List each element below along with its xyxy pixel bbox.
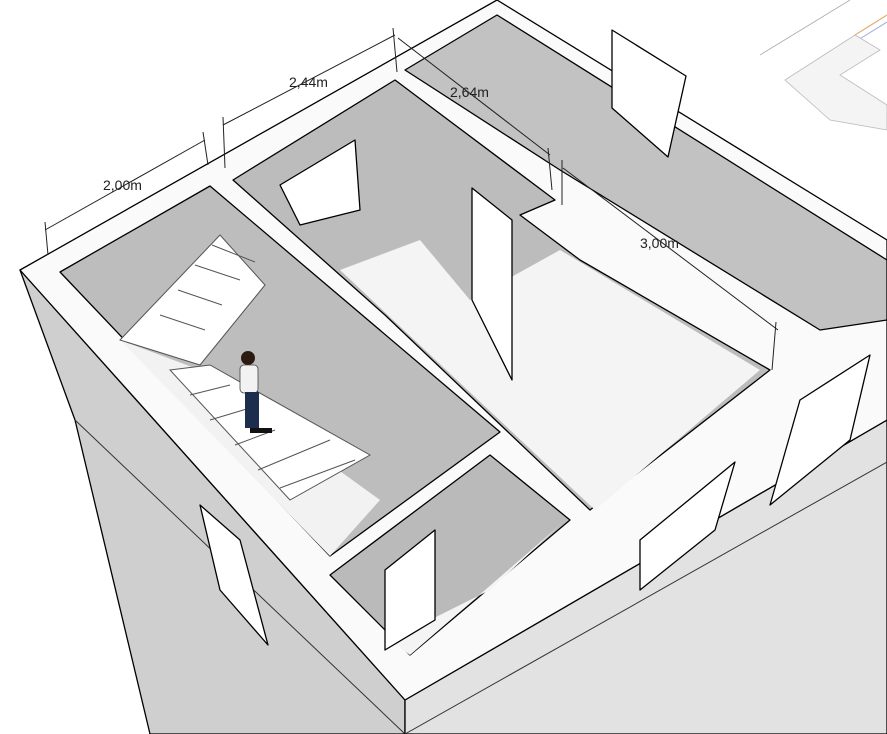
dimension-label-2-00: 2,00m xyxy=(103,177,142,193)
scale-figure xyxy=(239,351,272,433)
dimension-label-2-64: 2,64m xyxy=(450,84,489,100)
room-middle-floor xyxy=(340,240,760,510)
site-plan xyxy=(759,0,887,131)
room-front-small-floor xyxy=(390,525,560,655)
dimension-2-44 xyxy=(222,27,398,169)
dimension-3-00 xyxy=(561,160,779,371)
window-middle xyxy=(279,139,361,226)
door-opening-front xyxy=(384,529,436,651)
window-back xyxy=(611,29,687,158)
room-back-right xyxy=(404,14,887,331)
window-left-side xyxy=(199,504,269,646)
floor-line-right xyxy=(404,461,887,734)
dimension-label-3-00: 3,00m xyxy=(640,235,679,251)
door-opening xyxy=(471,187,513,381)
window-front-right xyxy=(639,461,736,591)
window-right-side xyxy=(769,354,871,506)
dimension-2-00 xyxy=(44,131,209,256)
dimension-2-64 xyxy=(397,37,553,191)
dimension-label-2-44: 2,44m xyxy=(289,74,328,90)
